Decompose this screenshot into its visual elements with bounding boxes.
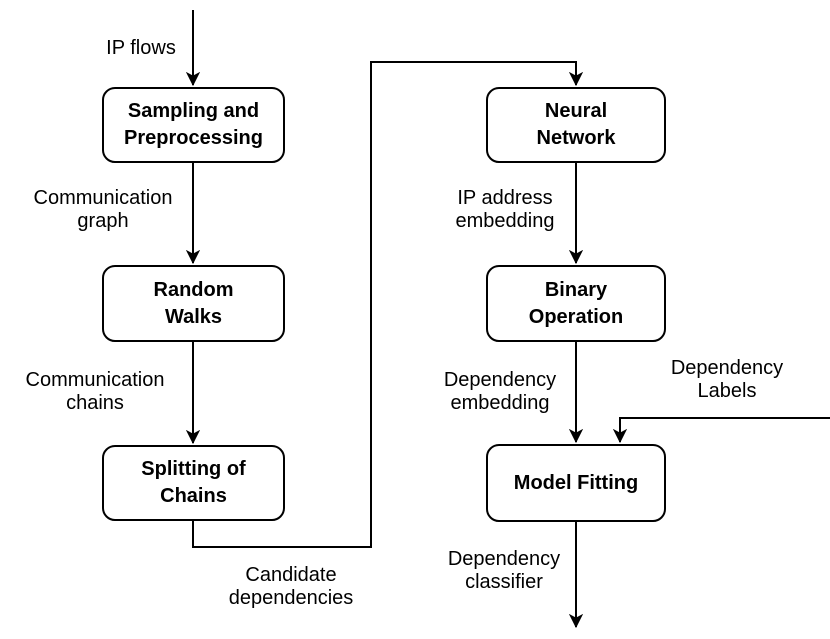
label-dependency-embedding: Dependency embedding <box>443 369 557 414</box>
node-sampling-and-preprocessing: Sampling and Preprocessing <box>102 87 285 163</box>
edge-splitting-to-neural-network <box>192 61 576 548</box>
label-ip-flows: IP flows <box>106 37 176 59</box>
node-neural-network: Neural Network <box>486 87 666 163</box>
node-binary-operation: Binary Operation <box>486 265 666 342</box>
label-ip-address-embedding: IP address embedding <box>455 187 555 232</box>
node-model-fitting: Model Fitting <box>486 444 666 522</box>
edge-dependency-labels-to-model-fitting <box>620 417 830 442</box>
node-random-walks: Random Walks <box>102 265 285 342</box>
label-communication-graph: Communication graph <box>33 187 173 232</box>
label-candidate-dependencies: Candidate dependencies <box>228 564 354 609</box>
label-dependency-classifier: Dependency classifier <box>447 548 561 593</box>
label-dependency-labels: Dependency Labels <box>670 357 784 402</box>
node-splitting-of-chains: Splitting of Chains <box>102 445 285 521</box>
label-communication-chains: Communication chains <box>25 369 165 414</box>
